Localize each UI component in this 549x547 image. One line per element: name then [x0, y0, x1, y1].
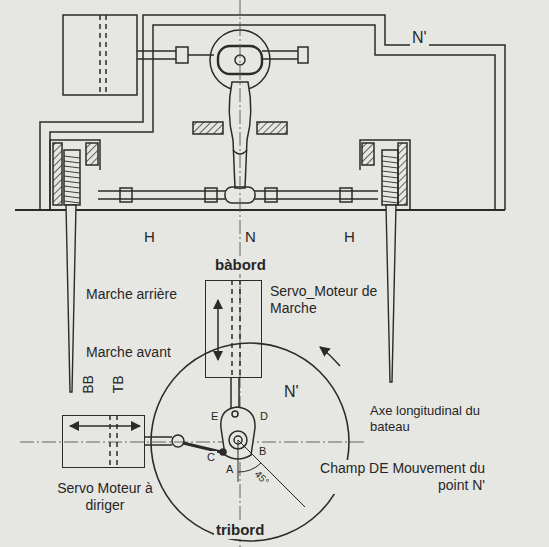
diagram-label: B [257, 445, 268, 458]
drawing-line [15, 209, 505, 211]
drawing-line [238, 440, 305, 507]
drawing-line [382, 191, 398, 193]
diagram-label: D [258, 410, 270, 423]
drawing-line [382, 166, 398, 168]
diagram-label: H [342, 228, 357, 246]
drawing-line [382, 186, 398, 188]
pointer-needle [66, 205, 76, 392]
drawing-line [64, 201, 80, 203]
upper-mechanism [15, 15, 505, 210]
drawing-line [255, 198, 378, 200]
drawing-line [64, 186, 80, 188]
drawing-rect [362, 143, 374, 165]
drawing-rect [63, 15, 137, 95]
drawing-line [145, 436, 172, 438]
drawing-g [382, 156, 398, 203]
drawing-path [360, 140, 410, 210]
drawing-rect [298, 47, 308, 63]
drawing-line [109, 415, 111, 468]
drawing-line [64, 171, 80, 173]
drawing-line [262, 50, 298, 52]
diagram-label: Marche arrière [84, 286, 179, 303]
drawing-circle [232, 411, 238, 417]
diagram-label: Marche avant [84, 344, 173, 361]
drawing-rect [120, 188, 132, 202]
drawing-line [64, 196, 80, 198]
drawing-line [238, 378, 240, 410]
drawing-rect [193, 122, 223, 134]
drawing-line [239, 280, 241, 378]
drawing-rect [340, 188, 352, 202]
drawing-rect [64, 150, 80, 205]
drawing-g [64, 156, 80, 203]
node-text: Servo Moteur à diriger [41, 480, 169, 514]
drawing-rect [265, 188, 277, 202]
drawing-line [64, 181, 80, 183]
circle-outline [150, 342, 350, 542]
diagram-label: H [142, 228, 157, 246]
drawing-path [50, 25, 495, 210]
drawing-line [137, 58, 176, 60]
diagram-label: N [243, 228, 258, 246]
diagram-label: E [209, 410, 220, 423]
diagram-label: Champ DE Mouvement du point N' [318, 460, 487, 494]
drawing-line [137, 50, 176, 52]
node-text: BB [80, 375, 97, 394]
drawing-line [98, 198, 225, 200]
drawing-circle [172, 435, 184, 447]
diagram-label: C [205, 451, 217, 464]
drawing-line [64, 176, 80, 178]
diagram-label: A [224, 463, 235, 476]
drawing-rect [257, 122, 287, 134]
drawing-path [50, 140, 100, 210]
drawing-rect [176, 47, 188, 63]
diagram-label: N' [410, 28, 429, 47]
drawing-circle [220, 449, 226, 455]
drawing-line [98, 190, 225, 192]
drawing-rect [53, 143, 62, 205]
drawing-line [382, 171, 398, 173]
drawing-line [231, 280, 233, 378]
node-text: Servo_Moteur de Marche [270, 283, 405, 317]
drawing-path [40, 15, 505, 210]
drawing-line [262, 58, 298, 60]
drawing-line [382, 181, 398, 183]
drawing-circle [151, 343, 349, 541]
drawing-line [382, 176, 398, 178]
drawing-rect [86, 143, 98, 165]
drawing-line [382, 161, 398, 163]
drawing-line [217, 300, 219, 360]
drawing-line [382, 156, 398, 158]
drawing-line [238, 440, 239, 482]
diagram-label: bàbord [213, 256, 268, 274]
axis-line [20, 442, 365, 443]
drawing-line [230, 378, 232, 410]
node-text: N' [284, 382, 299, 401]
drawing-line [99, 15, 101, 95]
drawing-line [116, 415, 118, 468]
drawing-line [382, 196, 398, 198]
servo-box: BBTBServo Moteur à diriger [62, 415, 145, 468]
drawing-line [64, 166, 80, 168]
drawing-line [64, 156, 80, 158]
pointer-needle [386, 205, 396, 382]
drawing-rect [382, 150, 398, 205]
drawing-line [70, 425, 140, 427]
node-text: TB [110, 375, 127, 393]
drawing-path [320, 347, 340, 366]
drawing-rect [205, 188, 217, 202]
drawing-line [64, 161, 80, 163]
drawing-line [255, 190, 378, 192]
drawing-line [105, 15, 107, 95]
diagram-label: tribord [214, 521, 266, 539]
drawing-line [64, 191, 80, 193]
diagram-label: 45° [251, 467, 273, 489]
servo-box: Servo_Moteur de Marche [205, 280, 262, 378]
movement-field: N' [150, 342, 350, 542]
drawing-line [382, 201, 398, 203]
drawing-line [145, 444, 172, 446]
drawing-rect [398, 143, 407, 205]
diagram-label: Axe longitudinal du bateau [368, 403, 502, 434]
